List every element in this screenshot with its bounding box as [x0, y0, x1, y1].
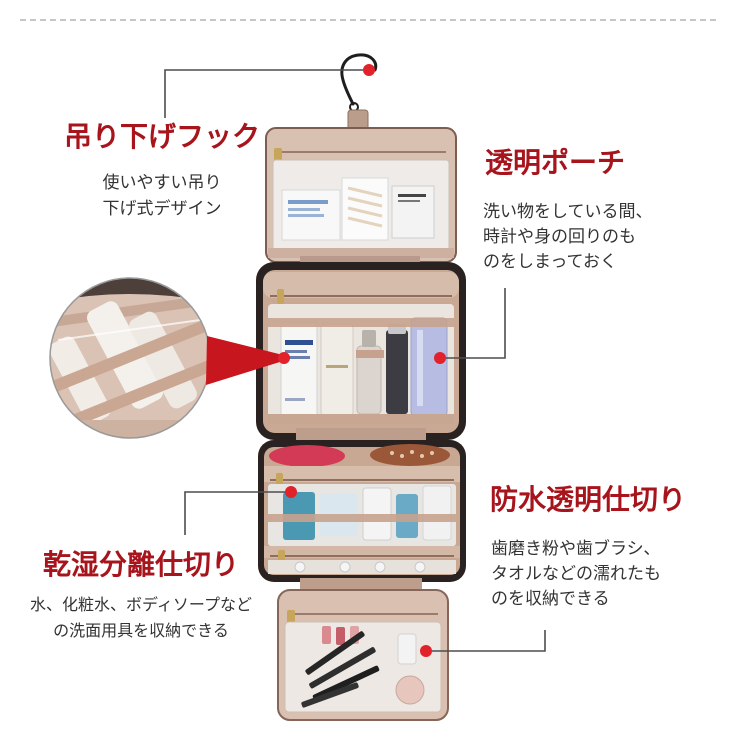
drywet-callout-description: 水、化粧水、ボディソープなど の洗面用具を収納できる: [16, 592, 266, 644]
top-pouch-binding: [268, 248, 454, 258]
cleanser-bottle: [280, 321, 318, 417]
lens-dot: [278, 352, 290, 364]
drywet-connector: [184, 491, 285, 535]
magnifier-lens: [49, 277, 211, 439]
makeup-brush: [301, 682, 359, 708]
pouch-description-line: 時計や身の回りのも: [483, 227, 636, 247]
waterproof-description-line: のを収納できる: [491, 589, 610, 609]
sachet-label: [398, 200, 420, 202]
pouch-description-line: のをしまっておく: [483, 252, 617, 272]
makeup-brush: [309, 647, 376, 689]
compact-mirror: [395, 675, 425, 705]
brush-bristle: [400, 454, 404, 458]
bottom-pouch: [277, 589, 449, 721]
cotton-swab: [347, 186, 383, 198]
packet-label: [288, 208, 320, 211]
bottle-label: [326, 365, 348, 368]
lower-zipper-band: [264, 466, 460, 482]
lens-content: [50, 278, 210, 438]
cotton-swab: [347, 206, 383, 218]
lens-pointer: [206, 336, 283, 385]
elastic-loop: [356, 350, 384, 358]
hook-dot: [363, 64, 375, 76]
zipper-pull: [277, 289, 284, 304]
drywet-callout-title: 乾湿分離仕切り: [42, 548, 239, 581]
lipstick: [336, 627, 345, 645]
pouch-dot: [434, 352, 446, 364]
hair-brush: [370, 444, 450, 466]
connector-lines: [164, 69, 546, 652]
packet-label: [288, 200, 328, 204]
sachet: [391, 185, 435, 239]
lotion-bottle: [320, 323, 354, 417]
bottle-label: [285, 350, 307, 353]
hook-connector: [164, 69, 363, 118]
elastic-band: [268, 318, 454, 327]
cotton-swab: [347, 196, 383, 208]
makeup-brushes: [301, 631, 380, 708]
lower-compartment: [258, 440, 466, 582]
hook-curve: [340, 53, 378, 106]
top-pouch: [265, 127, 457, 263]
pouch-connector: [446, 288, 506, 359]
middle-compartment: [256, 262, 466, 440]
makeup-brush: [305, 631, 365, 675]
drywet-description-line: の洗面用具を収納できる: [53, 621, 229, 640]
lipstick: [322, 626, 331, 644]
bottle-label: [285, 398, 305, 401]
bottle-cap: [414, 561, 426, 573]
bottom-clear-strip: [268, 560, 456, 574]
towel-bundle: [422, 485, 452, 541]
brush-bristle: [390, 451, 394, 455]
waterproof-description-line: タオルなどの濡れたも: [491, 564, 661, 584]
pouch-callout-title: 透明ポーチ: [485, 146, 626, 179]
pouch-callout-description: 洗い物をしている間、 時計や身の回りのも のをしまっておく: [483, 200, 653, 275]
callout-dots: [278, 64, 446, 657]
makeup-brush: [312, 665, 380, 701]
cotton-swab: [347, 216, 383, 228]
hook-description-line: 下げ式デザイン: [102, 199, 222, 219]
waterproof-connector: [432, 630, 546, 652]
bottle-cap: [374, 561, 386, 573]
serum-bottle: [386, 330, 408, 414]
middle-zipper-band: [263, 272, 459, 298]
bottle-cap: [339, 561, 351, 573]
pouch-description-line: 洗い物をしている間、: [483, 202, 653, 222]
pocket-binding: [268, 414, 454, 424]
waterproof-dot: [420, 645, 432, 657]
bottle-cap: [294, 561, 306, 573]
drywet-description-line: 水、化粧水、ボディソープなど: [30, 595, 252, 614]
packet-label: [288, 214, 324, 217]
waterproof-callout-title: 防水透明仕切り: [490, 483, 687, 516]
drywet-dot: [285, 486, 297, 498]
hook-description-line: 使いやすい吊り: [102, 173, 222, 193]
lens-elastic: [53, 316, 210, 392]
pink-pouch: [269, 445, 345, 467]
lens-plastic-highlight: [57, 319, 201, 341]
hook-callout-description: 使いやすい吊り 下げ式デザイン: [62, 170, 262, 222]
brush-bristle: [430, 451, 434, 455]
elastic-band: [268, 514, 456, 522]
sachet-label: [398, 194, 426, 197]
mini-bottle: [397, 633, 417, 665]
brush-bristle: [420, 454, 424, 458]
brush-bristle: [410, 450, 414, 454]
hook-callout-title: 吊り下げフック: [63, 120, 260, 153]
waterproof-description-line: 歯磨き粉や歯ブラシ、: [491, 539, 661, 559]
waterproof-callout-description: 歯磨き粉や歯ブラシ、 タオルなどの濡れたも のを収納できる: [491, 537, 661, 612]
bottle-label: [285, 356, 310, 359]
pump-head: [362, 330, 376, 347]
toner-bottle: [410, 317, 448, 417]
lens-elastic: [53, 358, 210, 434]
toner-bottle-highlight: [417, 330, 423, 406]
bottle-label: [285, 340, 313, 345]
